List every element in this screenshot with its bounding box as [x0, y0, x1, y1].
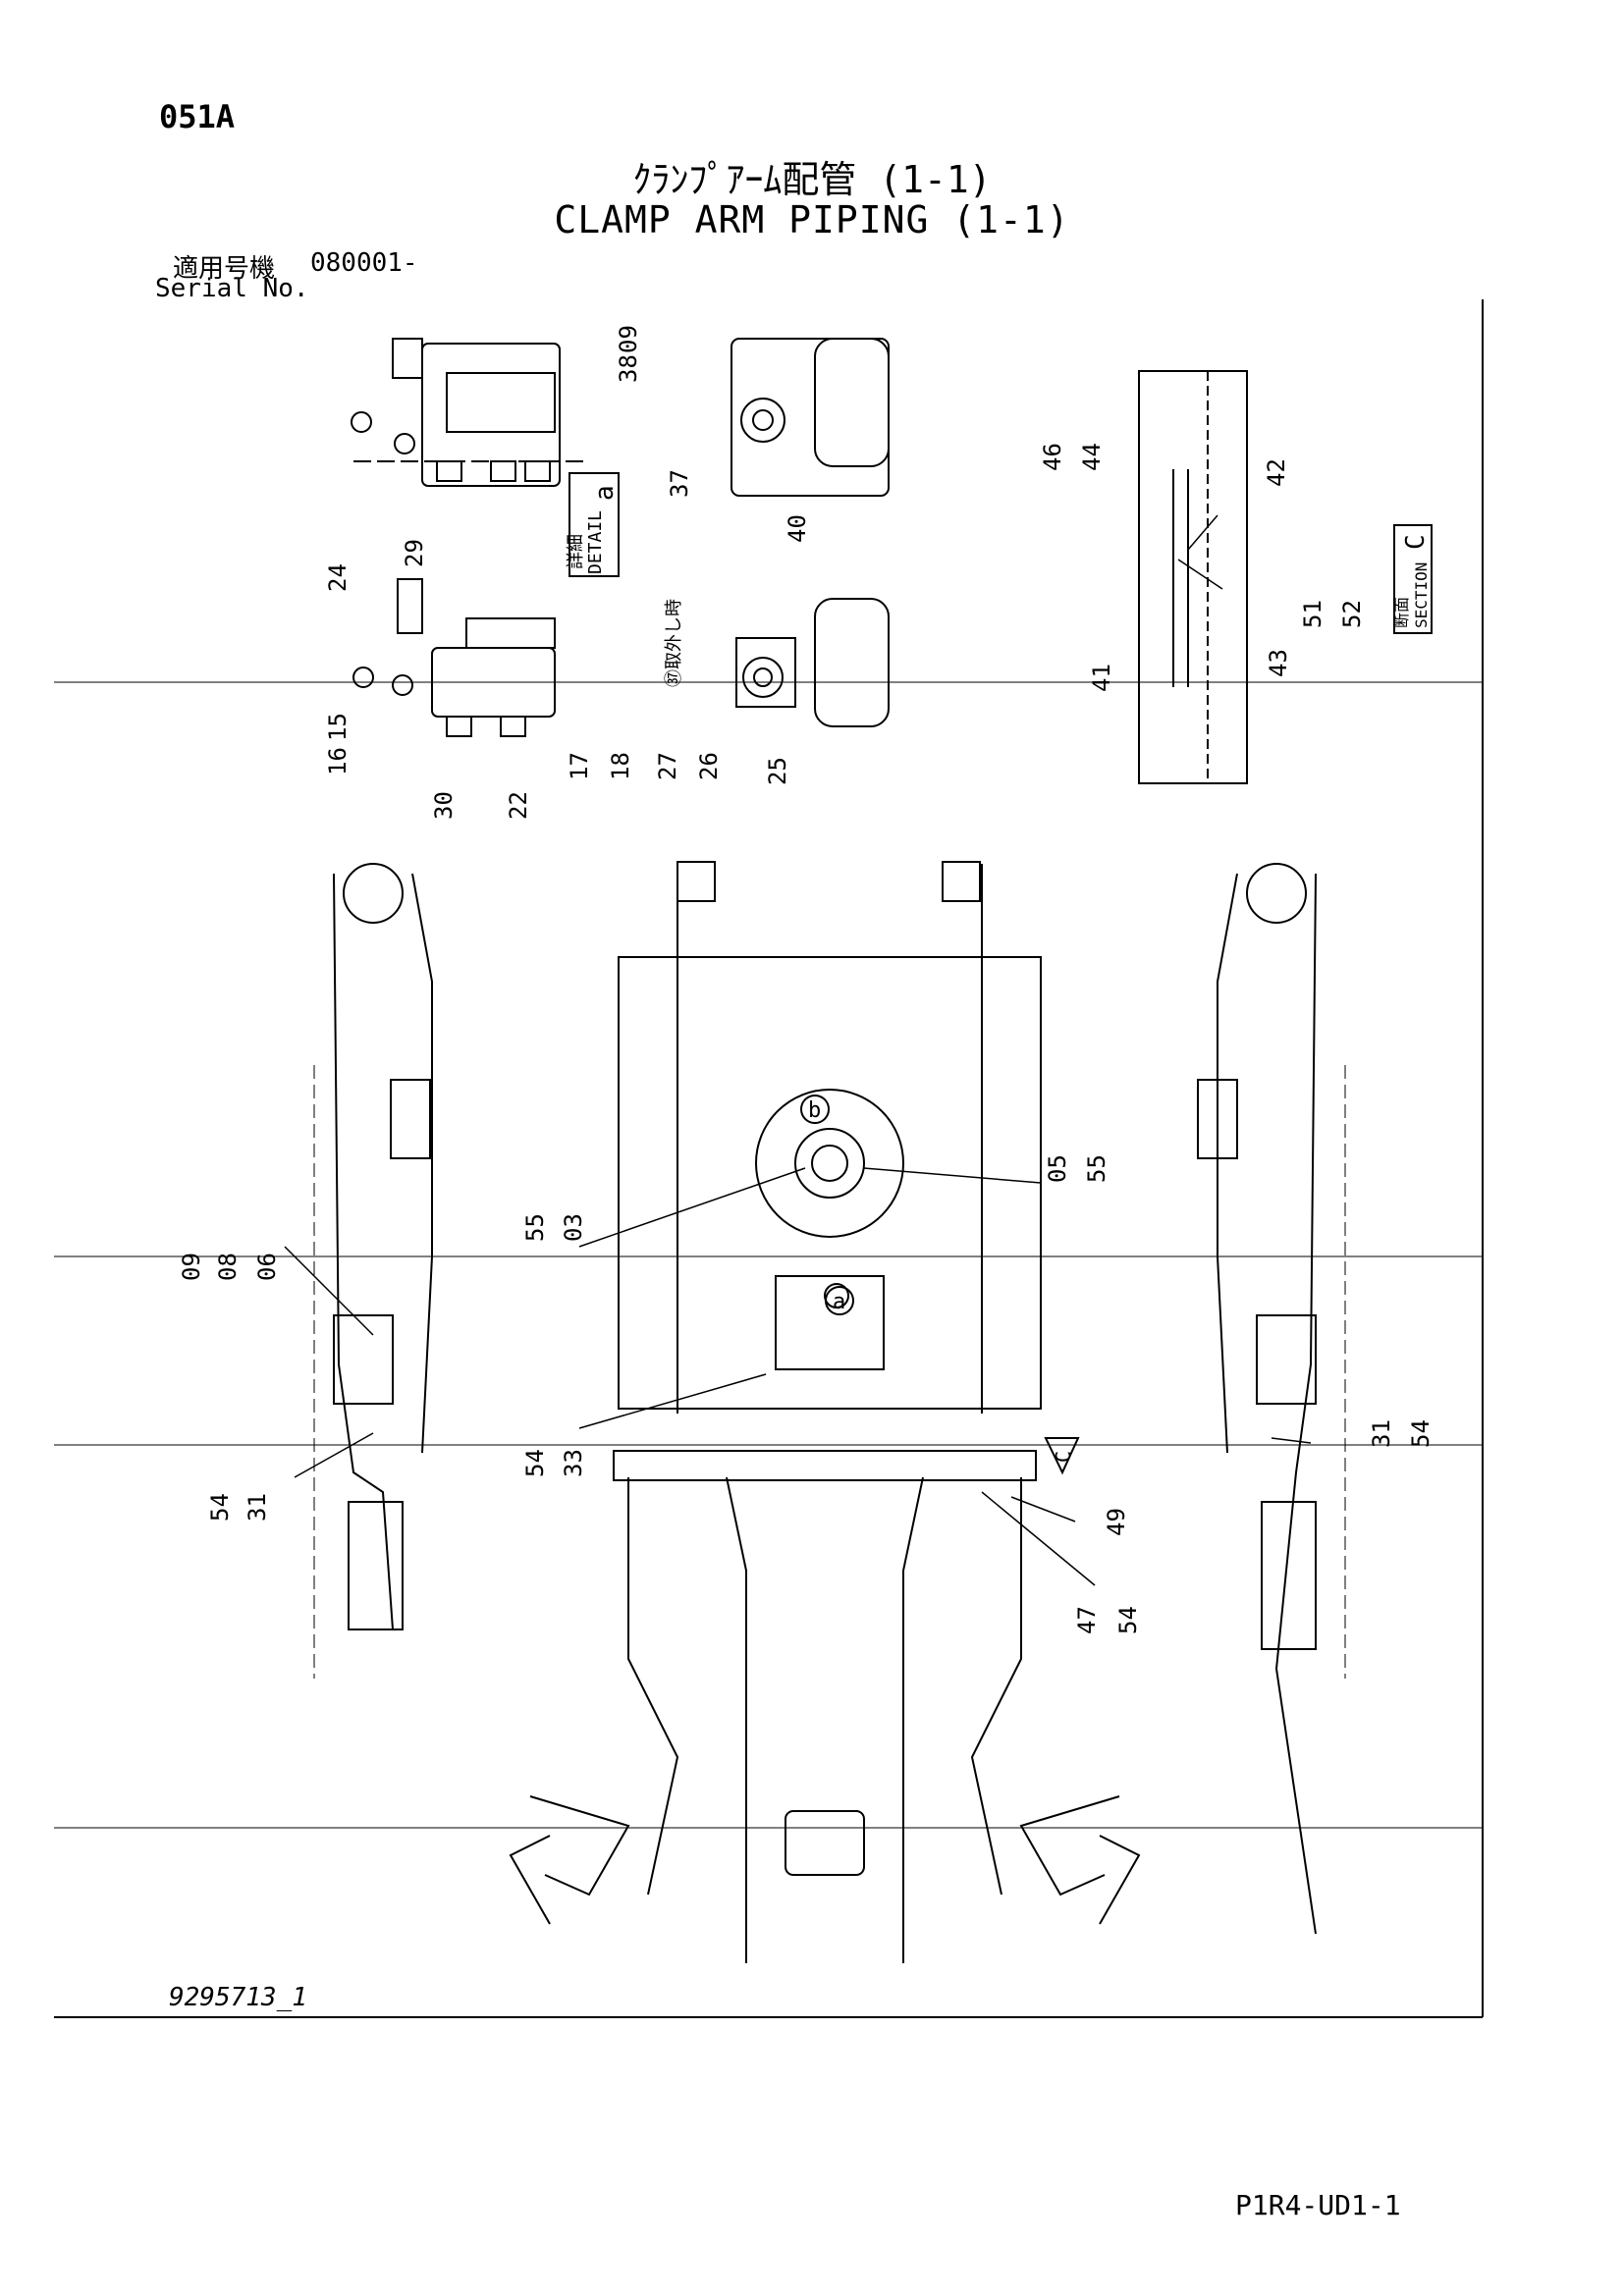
callout-06: 06: [253, 1253, 281, 1281]
callout-54-center: 54: [521, 1449, 549, 1477]
callout-38: 38: [615, 354, 642, 383]
callout-16: 16: [324, 747, 352, 775]
note-37: ㊲取外し時: [664, 599, 684, 687]
main-chassis: [509, 861, 1141, 1963]
callout-08: 08: [214, 1253, 242, 1281]
callout-54-left: 54: [206, 1493, 234, 1522]
tank-lower: [735, 598, 890, 727]
section-label-en: SECTION: [1412, 562, 1431, 628]
callout-55-right: 55: [1083, 1154, 1110, 1183]
callout-17: 17: [566, 752, 593, 780]
callout-41: 41: [1088, 664, 1115, 692]
callout-43: 43: [1265, 649, 1292, 677]
callout-49: 49: [1103, 1508, 1130, 1536]
callout-05: 05: [1044, 1154, 1071, 1183]
callout-39: 09: [615, 325, 642, 353]
page-code: 051A: [159, 98, 236, 135]
callout-24: 24: [324, 563, 352, 592]
callout-54-right: 54: [1407, 1419, 1435, 1448]
callout-55-left: 55: [521, 1213, 549, 1242]
callout-31-left: 31: [244, 1493, 271, 1522]
callout-15: 15: [324, 713, 352, 741]
leader-lines: [284, 514, 1312, 1586]
callout-26: 26: [695, 752, 723, 780]
callout-51: 51: [1299, 600, 1326, 628]
callout-33: 33: [560, 1449, 587, 1477]
callout-52: 52: [1338, 600, 1366, 628]
sheet-code: P1R4-UD1-1: [1235, 2189, 1401, 2221]
valve-block-detail: [351, 338, 589, 487]
valve-block-detail-lower: [352, 578, 556, 737]
detail-label-box: [568, 472, 620, 577]
callout-44: 44: [1078, 443, 1106, 471]
callout-46: 46: [1039, 443, 1066, 471]
circle-b-label: b: [808, 1098, 821, 1123]
detail-label-jp: 詳細: [566, 534, 586, 569]
left-clamp-arm: [333, 863, 433, 1630]
circle-a-label: a: [833, 1290, 845, 1314]
drawing-number: 9295713_1: [169, 1983, 307, 2012]
callout-37: 37: [666, 469, 693, 498]
tank-upper: [731, 338, 890, 497]
serial-label-japanese: 適用号機: [173, 254, 276, 284]
circle-marker-b: [800, 1095, 830, 1124]
callout-29: 29: [401, 539, 428, 567]
callout-18: 18: [607, 752, 634, 780]
callout-31-right: 31: [1368, 1419, 1395, 1448]
callout-40: 40: [784, 514, 811, 543]
callout-42: 42: [1263, 458, 1290, 487]
callout-22: 22: [505, 791, 532, 820]
detail-label-en: DETAIL: [585, 510, 606, 574]
callout-03-left: 03: [560, 1213, 587, 1242]
title-japanese: ｸﾗﾝﾌﾟｱｰﾑ配管 (1-1): [632, 158, 992, 201]
section-label-letter: C: [1401, 534, 1431, 550]
title-english: CLAMP ARM PIPING (1-1): [554, 198, 1070, 241]
right-clamp-arm: [1197, 863, 1317, 1935]
serial-label-english: Serial No.: [155, 274, 309, 303]
section-label-box: [1393, 524, 1433, 634]
callout-25: 25: [764, 757, 791, 785]
serial-value: 080001-: [310, 248, 418, 278]
callout-09: 09: [178, 1253, 205, 1281]
section-c-view: [1138, 370, 1248, 784]
section-label-jp: 断面: [1392, 597, 1411, 628]
callout-47: 47: [1073, 1606, 1101, 1634]
callout-30: 30: [430, 791, 458, 820]
view-arrow-c: [1044, 1437, 1080, 1475]
view-marker-c: C: [1052, 1451, 1075, 1463]
callout-54-bottom: 54: [1114, 1606, 1142, 1634]
circle-marker-a: [825, 1286, 854, 1315]
callout-27: 27: [654, 752, 681, 780]
detail-label-letter: a: [590, 485, 620, 501]
